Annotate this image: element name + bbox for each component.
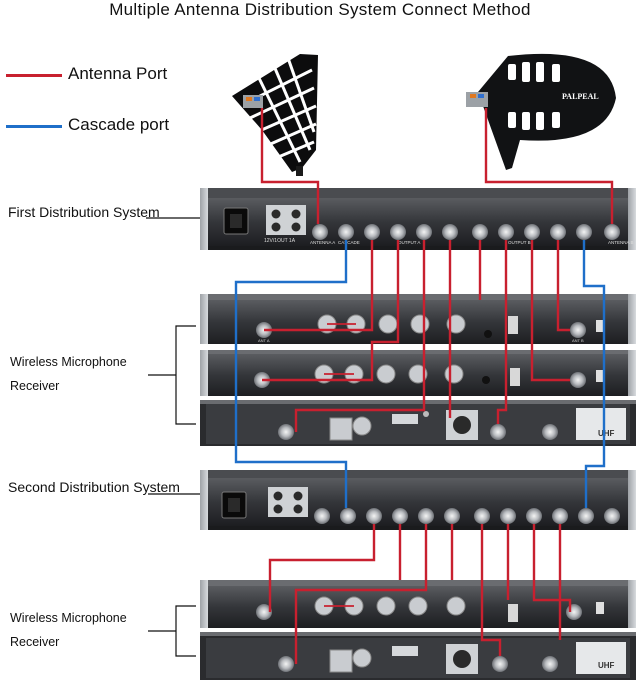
log-periodic-antenna-left [232, 54, 318, 176]
antenna-port-legend-line [6, 74, 62, 77]
first-distribution-system-label: First Distribution System [8, 204, 160, 220]
receiver-1-ant-b-text: ANT B [572, 338, 584, 343]
paddle-antenna-right: PALPEAL [466, 53, 616, 171]
antenna-right-connector-box [466, 92, 488, 107]
bracket-lines [146, 217, 200, 657]
cascade-wires [234, 240, 606, 508]
receiver-internal-links [324, 323, 356, 607]
receiver-group-2-label: Wireless Microphone Receiver [10, 611, 127, 649]
receiver-5-uhf-text: UHF [598, 661, 615, 670]
cascade-port-legend-label: Cascade port [68, 115, 170, 134]
antenna-wires [260, 108, 614, 664]
receiver-5: UHF [200, 632, 636, 680]
antenna-a-text: ANTENNA A [310, 240, 335, 245]
receiver-group-1-label: Wireless Microphone Receiver [10, 355, 127, 393]
antenna-brand-text: PALPEAL [562, 92, 599, 101]
receiver-3: UHF [200, 400, 636, 446]
second-distribution-unit [200, 470, 636, 530]
dc-output-block [266, 205, 306, 235]
receiver-2 [200, 350, 636, 396]
dc-output-text: 12V/1OUT 1A [264, 238, 296, 244]
bnc-connectors-1 [312, 224, 620, 240]
second-distribution-system-label: Second Distribution System [8, 479, 180, 495]
diagram-title: Multiple Antenna Distribution System Con… [109, 0, 531, 19]
output-b-text: OUTPUT B [508, 240, 531, 245]
bnc-connectors-2 [314, 508, 620, 524]
receiver-3-uhf-text: UHF [598, 429, 615, 438]
output-a-text: OUTPUT A [398, 240, 420, 245]
receiver-1: ANT A ANT B [200, 294, 636, 344]
receiver-1-ant-a-text: ANT A [258, 338, 270, 343]
cascade-port-legend-line [6, 125, 62, 128]
antenna-b-text: ANTENNA B [608, 240, 634, 245]
antenna-left-connector-box [243, 95, 263, 108]
cascade-text: CASCADE [338, 240, 360, 245]
first-distribution-unit: 12V/1OUT 1A ANTENNA A CASCADE OUTPUT A O… [200, 188, 636, 250]
antenna-port-legend-label: Antenna Port [68, 64, 168, 83]
